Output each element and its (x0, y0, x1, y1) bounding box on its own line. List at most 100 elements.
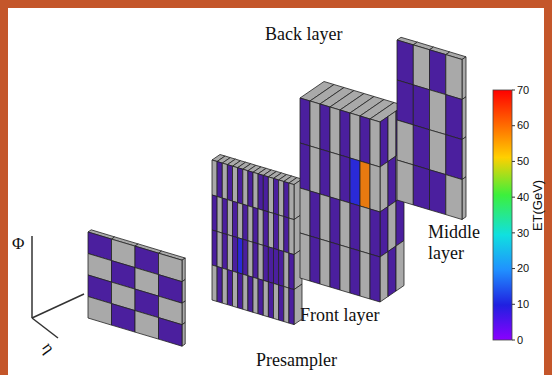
calorimeter-cell (340, 155, 350, 203)
calorimeter-cell (397, 160, 413, 205)
scale-value: 10 (517, 298, 529, 311)
calorimeter-cell (263, 280, 268, 317)
scale-value: 70 (517, 84, 529, 97)
calorimeter-cell (274, 178, 279, 215)
calorimeter-cell (274, 248, 279, 285)
calorimeter-cell (217, 267, 222, 304)
calorimeter-cell (248, 206, 253, 243)
calorimeter-cell (248, 171, 253, 208)
calorimeter-cell (243, 204, 248, 241)
calorimeter-cell (279, 250, 284, 287)
calorimeter-cell (238, 168, 243, 205)
calorimeter-cell (289, 218, 294, 255)
calorimeter-cell (370, 209, 380, 257)
calorimeter-cell (340, 110, 350, 158)
calorimeter-cell (370, 164, 380, 212)
calorimeter-cell (274, 283, 279, 320)
calorimeter-cell (397, 80, 413, 125)
calorimeter-cell (212, 265, 217, 302)
calorimeter-cell (350, 203, 360, 251)
tick-mark (512, 340, 515, 341)
cell-side (380, 207, 388, 258)
calorimeter-cell (310, 101, 320, 149)
scale-value: 60 (517, 119, 529, 132)
calorimeter-cell (446, 135, 462, 180)
tick-mark (512, 161, 515, 162)
calorimeter-cell (217, 232, 222, 269)
scale-value: 40 (517, 191, 529, 204)
calorimeter-cell (320, 239, 330, 287)
scale-value: 30 (517, 227, 529, 240)
calorimeter-cell (268, 177, 273, 214)
calorimeter-cell (413, 45, 429, 90)
calorimeter-cell (300, 98, 310, 146)
calorimeter-cell (446, 95, 462, 140)
calorimeter-cell (320, 149, 330, 197)
calorimeter-cell (243, 239, 248, 276)
calorimeter-cell (212, 195, 217, 232)
color-scale (493, 90, 512, 340)
calorimeter-cell (227, 165, 232, 202)
calorimeter-cell (330, 152, 340, 200)
calorimeter-cell (217, 162, 222, 199)
cell-side (396, 196, 404, 247)
cell-side (462, 57, 466, 100)
cell-side (182, 258, 185, 282)
calorimeter-cell (330, 197, 340, 245)
calorimeter-cell (279, 215, 284, 252)
tick-mark (512, 232, 515, 233)
calorimeter-cell (397, 120, 413, 165)
cell-side (182, 323, 185, 347)
calorimeter-cell (248, 276, 253, 313)
cell-side (462, 137, 466, 180)
calorimeter-cell (258, 244, 263, 281)
calorimeter-cell (233, 271, 238, 308)
calorimeter-cell (268, 212, 273, 249)
calorimeter-cell (233, 201, 238, 238)
calorimeter-cell (330, 107, 340, 155)
layer-label: Middle layer (428, 222, 490, 263)
cell-side (462, 97, 466, 140)
calorimeter-cell (253, 277, 258, 314)
calorimeter-cell (413, 85, 429, 130)
cell-side (388, 111, 396, 162)
calorimeter-cell (135, 311, 159, 340)
calorimeter-cell (243, 274, 248, 311)
tick-mark (512, 125, 515, 126)
calorimeter-cell (217, 197, 222, 234)
calorimeter-cell (258, 174, 263, 211)
calorimeter-cell (233, 236, 238, 273)
scale-value: 20 (517, 262, 529, 275)
calorimeter-cell (243, 169, 248, 206)
cell-side (388, 201, 396, 252)
calorimeter-cell (360, 161, 370, 209)
calorimeter-cell (238, 238, 243, 275)
calorimeter-cell (253, 172, 258, 209)
tick-mark (512, 304, 515, 305)
scale-value: 0 (517, 334, 523, 347)
calorimeter-cell (320, 194, 330, 242)
calorimeter-cell (284, 252, 289, 289)
calorimeter-cell (350, 158, 360, 206)
calorimeter-cell (238, 203, 243, 240)
calorimeter-cell (360, 206, 370, 254)
calorimeter-cell (446, 175, 462, 220)
calorimeter-cell (159, 318, 183, 347)
calorimeter-cell (222, 233, 227, 270)
cell-side (396, 241, 404, 292)
calorimeter-cell (289, 183, 294, 220)
calorimeter-cell (430, 50, 446, 95)
calorimeter-cell (274, 213, 279, 250)
calorimeter-cell (238, 273, 243, 310)
calorimeter-cell (279, 180, 284, 217)
calorimeter-cell (233, 166, 238, 203)
cell-side (182, 280, 185, 304)
cell-side (380, 252, 388, 303)
calorimeter-cell (284, 182, 289, 219)
scale-ticks (512, 90, 515, 340)
calorimeter-cell (284, 287, 289, 324)
scale-value: 50 (517, 155, 529, 168)
cell-side (182, 301, 185, 325)
calorimeter-cell (279, 285, 284, 322)
